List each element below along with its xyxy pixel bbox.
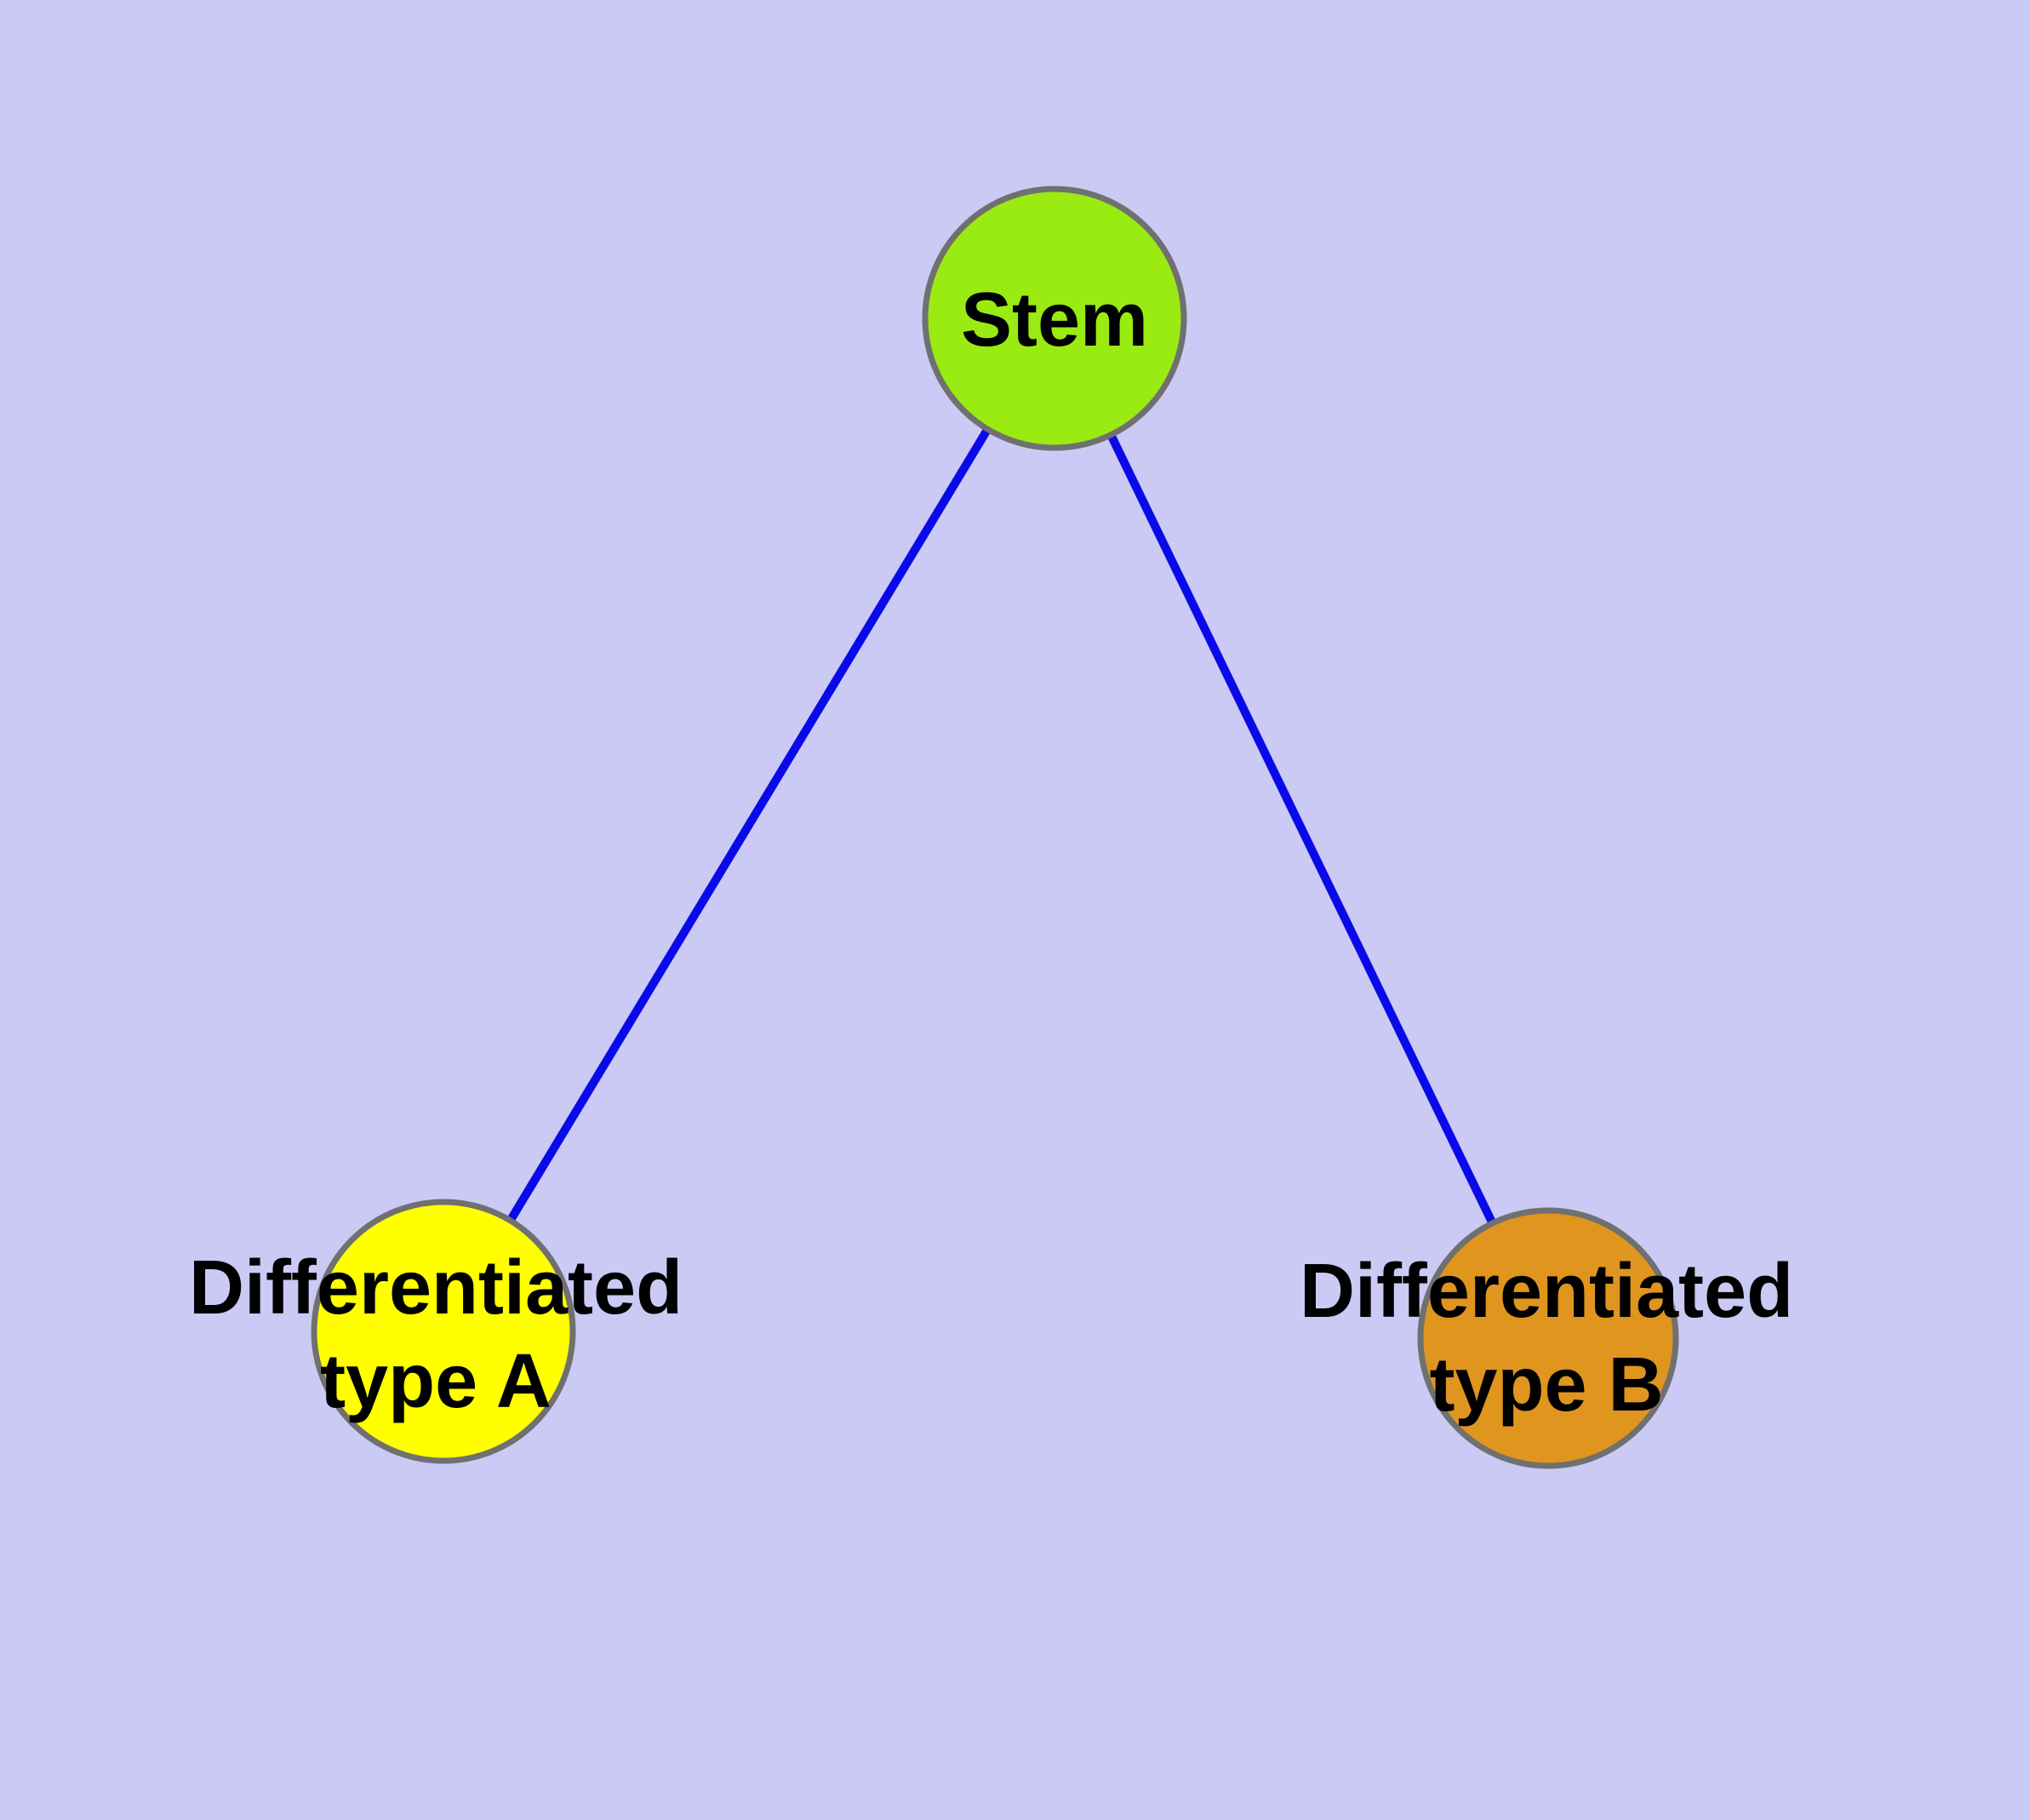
node-stem-circle	[922, 186, 1187, 451]
edge-stem-to-type-a	[439, 316, 1059, 1334]
node-type-a-circle	[311, 1199, 576, 1464]
edge-stem-to-type-b	[1050, 316, 1552, 1341]
node-type-b-circle	[1417, 1207, 1679, 1469]
